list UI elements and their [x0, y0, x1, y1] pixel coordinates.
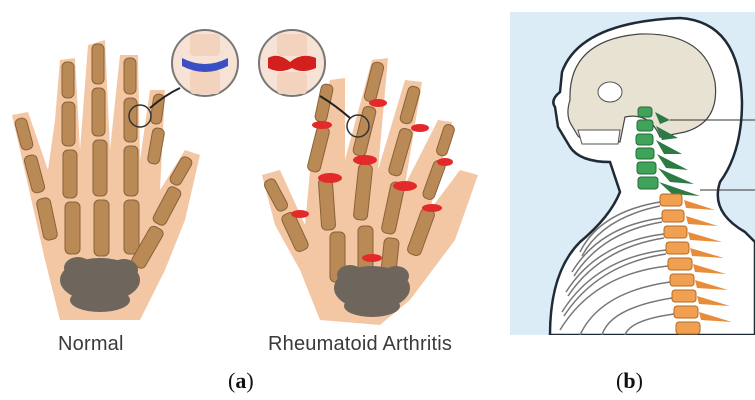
- hands-illustration: [0, 0, 500, 368]
- label-rheumatoid-arthritis: Rheumatoid Arthritis: [268, 333, 452, 356]
- ra-hand: [262, 58, 478, 325]
- caption-a: (a): [228, 368, 254, 394]
- normal-joint-zoom: [172, 30, 238, 96]
- caption-b: (b): [616, 368, 643, 394]
- label-normal: Normal: [58, 333, 124, 356]
- normal-hand: [12, 40, 200, 320]
- ra-joint-zoom: [259, 30, 325, 96]
- neck-spine-illustration: [510, 12, 755, 335]
